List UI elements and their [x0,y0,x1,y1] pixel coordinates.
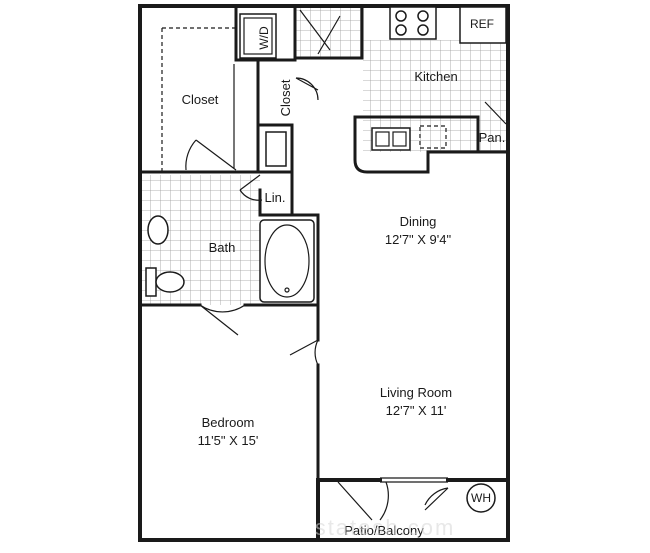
closet-door [185,139,237,171]
wd-wall [293,4,364,62]
pantry-door [484,101,507,125]
bath-wall [138,213,320,342]
kitchen-counter [353,115,480,174]
burner [395,10,407,22]
bath-door [199,304,246,336]
sink-basin [375,131,390,147]
living-dims: 12'7" X 11' [386,403,447,418]
closet-shelf [161,27,236,172]
bathtub [259,219,315,303]
kitchen-sink [371,127,411,151]
water-heater [466,483,496,513]
bedroom-door [289,339,319,366]
dishwasher [419,125,447,149]
closet-main-label: Closet [182,92,219,107]
kitchen-label: Kitchen [414,69,457,84]
living-label: Living Room [380,385,452,400]
patio-wall [316,478,510,542]
linen-door [239,174,263,201]
toilet-bowl [155,271,185,293]
burner [417,10,429,22]
patio-label: Patio/Balcony [344,523,424,538]
tub-basin [264,224,310,298]
burner [417,24,429,36]
small-closet-fixture [265,131,287,167]
pantry-wall [476,115,510,154]
wd-unit [239,13,277,59]
bedroom-label: Bedroom [202,415,255,430]
dining-label: Dining [400,214,437,229]
watermark: statesh.com [315,515,456,540]
wh-label: WH [471,491,491,505]
dining-dims: 12'7" X 9'4" [385,232,452,247]
patio-door [337,481,389,521]
tub-drain [284,287,290,293]
bath-label: Bath [209,240,236,255]
laundry-door [299,9,341,55]
ref-label: REF [470,17,494,31]
stove [389,6,437,40]
wd-label: W/D [257,26,271,50]
exterior-wall [138,4,510,542]
pantry-label: Pan. [479,130,506,145]
refrigerator [459,6,507,44]
wd-inner [243,17,273,55]
laundry-tile-floor [295,6,362,58]
small-closet-wall [256,123,294,174]
linen-label: Lin. [265,190,286,205]
bedroom-dims: 11'5" X 15' [198,433,259,448]
small-closet-door [295,77,319,101]
toilet-tank [145,267,157,297]
bath-sink [147,215,169,245]
wh-door [424,487,449,511]
sink-basin [392,131,407,147]
closet-small-label: Closet [278,79,293,116]
closet-wall [138,4,297,174]
burner [395,24,407,36]
